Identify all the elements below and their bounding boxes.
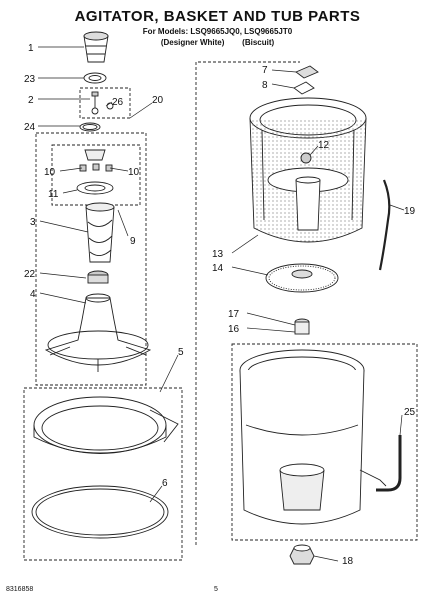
callout-8: 8	[262, 80, 268, 91]
basket-hub-part	[265, 263, 339, 293]
leader-lines	[38, 46, 405, 562]
wash-basket-part	[249, 97, 367, 243]
callout-24: 24	[24, 122, 36, 133]
hex-nut-part	[289, 544, 315, 565]
callout-7: 7	[262, 65, 268, 76]
callout-17: 17	[228, 309, 240, 320]
outer-tub-part	[239, 349, 387, 525]
clip-part	[293, 65, 319, 95]
group-box-26	[79, 87, 131, 119]
callout-12: 12	[318, 140, 330, 151]
callout-16: 16	[228, 324, 240, 335]
callout-23: 23	[24, 74, 36, 85]
title: AGITATOR, BASKET AND TUB PARTS	[74, 8, 361, 25]
tub-ring-part	[33, 396, 179, 454]
document-code: 8316858	[6, 586, 34, 593]
agitator-base-part	[44, 293, 152, 372]
callout-10a: 10	[44, 167, 56, 178]
callout-labels: 1 23 2 26 24 20 10 10 11 9 3 22 4 5 6 7 …	[24, 43, 416, 567]
pump-hose-part	[376, 435, 402, 492]
callout-25: 25	[404, 407, 416, 418]
callout-22: 22	[24, 269, 36, 280]
callout-4: 4	[30, 289, 36, 300]
seal-part	[83, 72, 107, 84]
models-line: For Models: LSQ9665JQ0, LSQ9665JT0	[142, 27, 293, 36]
auger-part	[85, 202, 115, 263]
snap-ring-part	[31, 485, 169, 539]
callout-13: 13	[212, 249, 224, 260]
group-box-20	[35, 132, 147, 386]
callout-26: 26	[112, 97, 124, 108]
callout-10b: 10	[128, 167, 140, 178]
callout-1: 1	[28, 43, 34, 54]
drive-bell-part	[87, 270, 109, 284]
tub-seal-part	[294, 318, 310, 335]
callout-5: 5	[178, 347, 184, 358]
callout-9: 9	[130, 236, 136, 247]
group-box-13	[195, 61, 300, 545]
variant-line: (Designer White) (Biscuit)	[160, 38, 275, 47]
nut-part	[300, 152, 312, 164]
callout-6: 6	[162, 478, 168, 489]
drain-hose-part	[378, 179, 391, 271]
page-number: 5	[214, 586, 218, 593]
agitator-dogs-part	[79, 149, 113, 172]
bolt-part	[91, 91, 99, 115]
callout-11: 11	[48, 189, 59, 200]
callout-2: 2	[28, 95, 34, 106]
callout-19: 19	[404, 206, 416, 217]
o-ring-part	[79, 122, 101, 132]
agitator-cap-part	[83, 31, 109, 63]
callout-3: 3	[30, 217, 36, 228]
group-box-16	[231, 343, 418, 541]
callout-20: 20	[152, 95, 164, 106]
callout-14: 14	[212, 263, 224, 274]
cam-part	[76, 181, 114, 195]
callout-18: 18	[342, 556, 354, 567]
